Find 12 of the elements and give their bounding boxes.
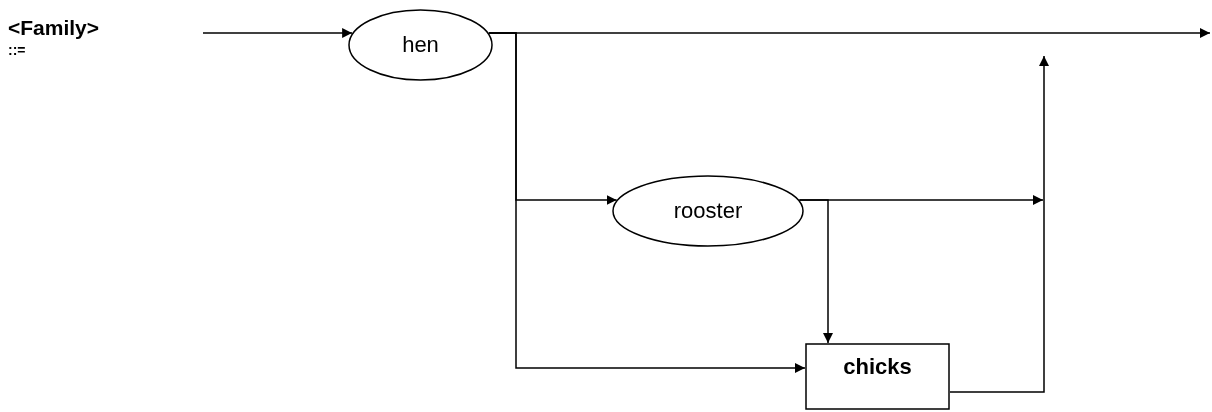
node-label: chicks — [843, 353, 912, 380]
arrow — [488, 32, 806, 373]
terminal-ellipse — [348, 9, 493, 81]
arrow — [949, 55, 1049, 393]
definition-symbol: ::= — [8, 42, 26, 58]
terminal-ellipse — [612, 175, 804, 247]
rule-name: <Family> — [8, 16, 100, 40]
arrow — [202, 28, 353, 38]
nonterminal-box — [805, 343, 950, 410]
node-label: rooster — [673, 198, 743, 224]
node-label: hen — [402, 32, 439, 58]
arrow — [798, 195, 1044, 205]
